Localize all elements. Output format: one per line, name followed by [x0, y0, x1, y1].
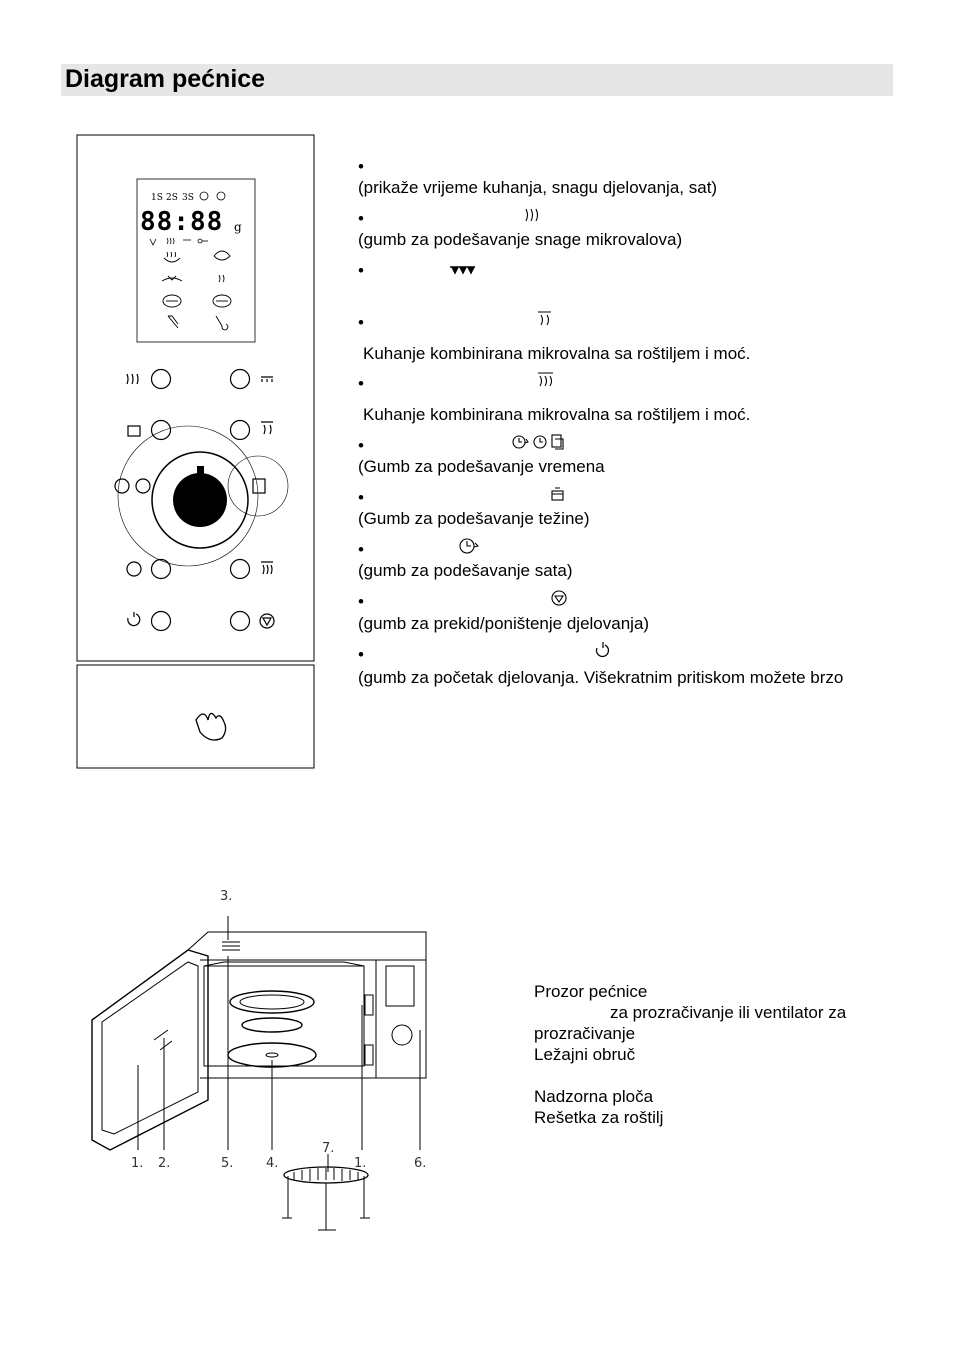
display-timer-icon — [216, 191, 226, 201]
combi-1-icon — [261, 421, 273, 435]
bullet-2: • — [358, 209, 364, 228]
stage-1s-label: 1S — [151, 193, 163, 203]
vent-lines — [222, 941, 240, 951]
weight-icon — [551, 487, 564, 501]
callout-3: 3. — [220, 889, 232, 904]
start-icon — [127, 612, 141, 627]
bullet-5: • — [358, 374, 364, 393]
callout-6: 6. — [414, 1156, 426, 1171]
roller-ring — [241, 1017, 303, 1033]
bullet-6: • — [358, 436, 364, 455]
combi-2-button — [229, 558, 251, 580]
time-dial-timer-icon — [135, 478, 151, 494]
callout-1a: 1. — [131, 1156, 143, 1171]
auto-menu-icon — [252, 478, 266, 494]
description-9: (gumb za prekid/poništenje djelovanja) — [358, 614, 650, 633]
display-program-icons — [161, 250, 232, 331]
grill-button — [229, 368, 251, 390]
combi-1-icon — [538, 311, 551, 326]
callout-1b: 1. — [354, 1156, 366, 1171]
description-6: (Gumb za podešavanje vremena — [358, 457, 605, 476]
door-open-hand-icon — [195, 712, 227, 741]
description-2: (gumb za podešavanje snage mikrovalova) — [358, 230, 683, 249]
stage-2s-label: 2S — [166, 193, 178, 203]
auto-menu-ring — [227, 455, 289, 517]
description-10: (gumb za početak djelovanja. Višekratnim… — [358, 668, 844, 687]
combi-2-icon — [538, 372, 553, 387]
bullet-1: • — [358, 157, 364, 176]
stop-button — [229, 610, 251, 632]
callout-5: 5. — [221, 1156, 233, 1171]
title-bar: Diagram pećnice — [61, 64, 893, 96]
stop-icon — [551, 590, 567, 606]
grill-icon — [261, 376, 273, 382]
control-panel-illustration: 1S 2S 3S 88:88 g — [76, 134, 315, 769]
time-dial-clock-icon — [114, 478, 130, 494]
oven-door — [91, 949, 209, 1151]
display-indicator-icons — [149, 237, 208, 246]
description-5: Kuhanje kombinirana mikrovalna sa roštil… — [363, 405, 751, 424]
stage-3s-label: 3S — [182, 193, 194, 203]
description-7: (Gumb za podešavanje težine) — [358, 509, 590, 528]
grill-icon — [450, 266, 475, 275]
display-digits: 88:88 — [140, 207, 223, 237]
bullet-8: • — [358, 540, 364, 559]
description-1: (prikaže vrijeme kuhanja, snagu djelovan… — [358, 178, 718, 197]
oven-body — [187, 931, 427, 1079]
bullet-9: • — [358, 592, 364, 611]
dial-outer — [151, 451, 249, 549]
glass-tray — [229, 990, 315, 1014]
microwave-power-icon — [525, 208, 539, 222]
clock-button — [150, 558, 172, 580]
legend-line-6: Rešetka za roštilj — [534, 1108, 664, 1127]
door-window — [101, 961, 199, 1135]
display-unit: g — [234, 220, 242, 234]
start-icon — [595, 642, 610, 658]
combi-1-button — [229, 419, 251, 441]
dial-ring — [117, 425, 259, 567]
weight-button — [150, 419, 172, 441]
legend-line-1: Prozor pećnice — [534, 982, 648, 1001]
microwave-power-icon — [126, 373, 139, 385]
bullet-7: • — [358, 488, 364, 507]
clock-icon — [459, 538, 480, 554]
weight-icon — [127, 425, 141, 437]
microwave-power-button — [150, 368, 172, 390]
time-dial-icons — [512, 434, 564, 450]
legend-line-2: za prozračivanje ili ventilator za — [610, 1003, 847, 1022]
legend-line-4: Ležajni obruč — [534, 1045, 636, 1064]
display-window — [136, 178, 256, 343]
dial-knob — [173, 473, 227, 527]
dial-knob-pointer — [197, 466, 204, 480]
bullet-10: • — [358, 645, 364, 664]
control-panel-front — [375, 959, 427, 1079]
description-8: (gumb za podešavanje sata) — [358, 561, 573, 580]
display-clock-icon — [199, 191, 209, 201]
legend-line-5: Nadzorna ploča — [534, 1087, 654, 1106]
stop-icon — [259, 613, 275, 629]
oven-figure: 1. 2. 3. 4. 5. 6. 7. 1. — [91, 889, 427, 1231]
legend-line-3: prozračivanje — [534, 1024, 636, 1043]
description-4: Kuhanje kombinirana mikrovalna sa roštil… — [363, 344, 751, 363]
page-title: Diagram pećnice — [65, 65, 266, 93]
bullet-3: • — [358, 261, 364, 280]
callout-7: 7. — [322, 1141, 334, 1156]
clock-icon — [126, 561, 142, 577]
start-button — [150, 610, 172, 632]
callout-2: 2. — [158, 1156, 170, 1171]
callout-4: 4. — [266, 1156, 278, 1171]
bullet-4: • — [358, 313, 364, 332]
combi-2-icon — [261, 561, 273, 575]
